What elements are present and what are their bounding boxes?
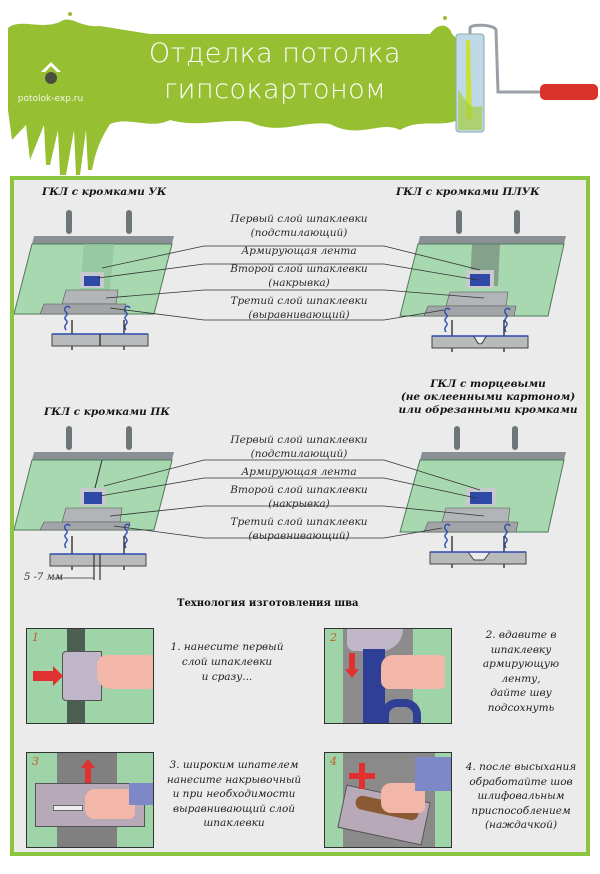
layer-labels-row-1: Первый слой шпаклевки (подстилающий) Арм… — [214, 212, 384, 322]
layer-label: Третий слой шпаклевки — [230, 295, 368, 307]
gap-dimension-label: 5 -7 мм — [24, 572, 64, 583]
step-line: шлифовальным — [477, 790, 565, 802]
step-line: выравнивающий слой — [172, 802, 296, 815]
layer-label: Армирующая лента — [241, 466, 357, 478]
layer-label: (накрывка) — [268, 498, 330, 510]
step-3-text: 3. широким шпателем нанесите накрывочный… — [154, 758, 314, 831]
gkl-pluk-diagram — [399, 210, 566, 352]
layer-label: (выравнивающий) — [248, 309, 350, 321]
joint-diagram-row-1 — [14, 210, 566, 352]
step-line: 3. широким шпателем — [169, 759, 299, 771]
step-line: (наждачкой) — [484, 819, 558, 831]
step-1-text: 1. нанесите первый слой шпаклевки и сраз… — [162, 640, 292, 685]
layer-label: Первый слой шпаклевки — [230, 213, 368, 225]
hand-icon — [85, 789, 135, 819]
caption-line: или обрезанными кромками — [398, 404, 578, 416]
step-line: 2. вдавите в — [485, 629, 557, 641]
technology-title: Технология изготовления шва — [177, 598, 359, 609]
leader-lines-row-1 — [97, 245, 485, 321]
step-line: дайте шву — [490, 687, 552, 699]
layer-label: Первый слой шпаклевки — [230, 434, 368, 446]
step-4-text: 4. после высыхания обработайте шов шлифо… — [458, 760, 584, 833]
layer-label: (подстилающий) — [250, 227, 348, 239]
layer-label: (накрывка) — [268, 277, 330, 289]
step-line: шпаклевку — [490, 643, 552, 656]
arrow-up-icon — [81, 759, 95, 768]
site-logo[interactable]: potolok-exp.ru — [8, 58, 93, 104]
title-line-1: Отделка потолка — [148, 38, 402, 69]
step-number: 4 — [330, 755, 337, 768]
step-line: 4. после высыхания — [465, 761, 577, 773]
layer-label: (подстилающий) — [250, 448, 348, 460]
gkl-cut-edge-diagram — [399, 426, 566, 568]
arrow-right-icon — [53, 666, 63, 686]
layer-label: (выравнивающий) — [248, 530, 350, 542]
house-logo-icon — [40, 62, 61, 84]
paint-splash-graphic — [8, 12, 598, 175]
title-line-2: гипсокартоном — [163, 74, 387, 105]
header-banner: potolok-exp.ru Отделка потолка гипсокарт… — [0, 0, 600, 180]
step-number: 1 — [32, 631, 39, 644]
infographic-frame: ГКЛ с кромками УК ГКЛ с кромками ПЛУК — [10, 176, 590, 856]
step-2-text: 2. вдавите в шпаклевку армирующую ленту,… — [462, 628, 580, 715]
page-title: Отделка потолка гипсокартоном — [110, 36, 440, 108]
roller-handle — [540, 84, 598, 100]
joint-type-uk-title: ГКЛ с кромками УК — [42, 186, 167, 198]
joint-type-cut-title: ГКЛ с торцевыми (не оклеенными картоном)… — [398, 378, 578, 417]
caption-line: ГКЛ с торцевыми — [430, 378, 546, 390]
step-3-illustration: 3 — [26, 752, 154, 848]
joint-type-pk-title: ГКЛ с кромками ПК — [44, 406, 170, 418]
hand-icon — [97, 655, 153, 689]
spatula-icon — [62, 651, 102, 701]
paint-splash — [8, 19, 458, 175]
step-line: и при необходимости — [172, 788, 296, 800]
leader-lines-row-2 — [99, 459, 485, 539]
step-line: армирующую — [482, 658, 560, 670]
caption-line: (не оклеенными картоном) — [400, 391, 576, 403]
tape-roll-icon — [363, 649, 385, 723]
step-line: шпаклевки — [203, 817, 265, 829]
step-line: приспособлением — [471, 804, 571, 817]
step-number: 2 — [330, 631, 337, 644]
layer-label: Армирующая лента — [241, 245, 357, 257]
hand-icon — [381, 655, 445, 689]
layer-label: Второй слой шпаклевки — [230, 263, 368, 275]
layer-label: Второй слой шпаклевки — [230, 484, 368, 496]
layer-labels-row-2: Первый слой шпаклевки (подстилающий) Арм… — [214, 433, 384, 543]
arrow-down-icon — [345, 669, 359, 678]
gkl-uk-diagram — [14, 210, 174, 350]
gkl-pk-diagram — [14, 426, 174, 580]
step-line: слой шпаклевки — [181, 656, 273, 668]
step-line: и сразу... — [201, 671, 253, 683]
step-line: подсохнуть — [487, 701, 555, 714]
joint-diagram-row-2 — [14, 426, 566, 580]
step-line: обработайте шов — [469, 775, 573, 788]
logo-text: potolok-exp.ru — [17, 94, 84, 104]
step-line: нанесите накрывочный — [166, 773, 302, 786]
step-line: ленту, — [501, 672, 541, 685]
step-1-illustration: 1 — [26, 628, 154, 724]
reinforcing-tape — [84, 276, 100, 286]
layer-label: Третий слой шпаклевки — [230, 516, 368, 528]
step-2-illustration: 2 — [324, 628, 452, 724]
joint-type-pluk-title: ГКЛ с кромками ПЛУК — [396, 186, 540, 198]
spatula-icon — [347, 629, 403, 651]
step-4-illustration: 4 — [324, 752, 452, 848]
step-line: 1. нанесите первый — [170, 641, 284, 653]
step-number: 3 — [32, 755, 39, 768]
